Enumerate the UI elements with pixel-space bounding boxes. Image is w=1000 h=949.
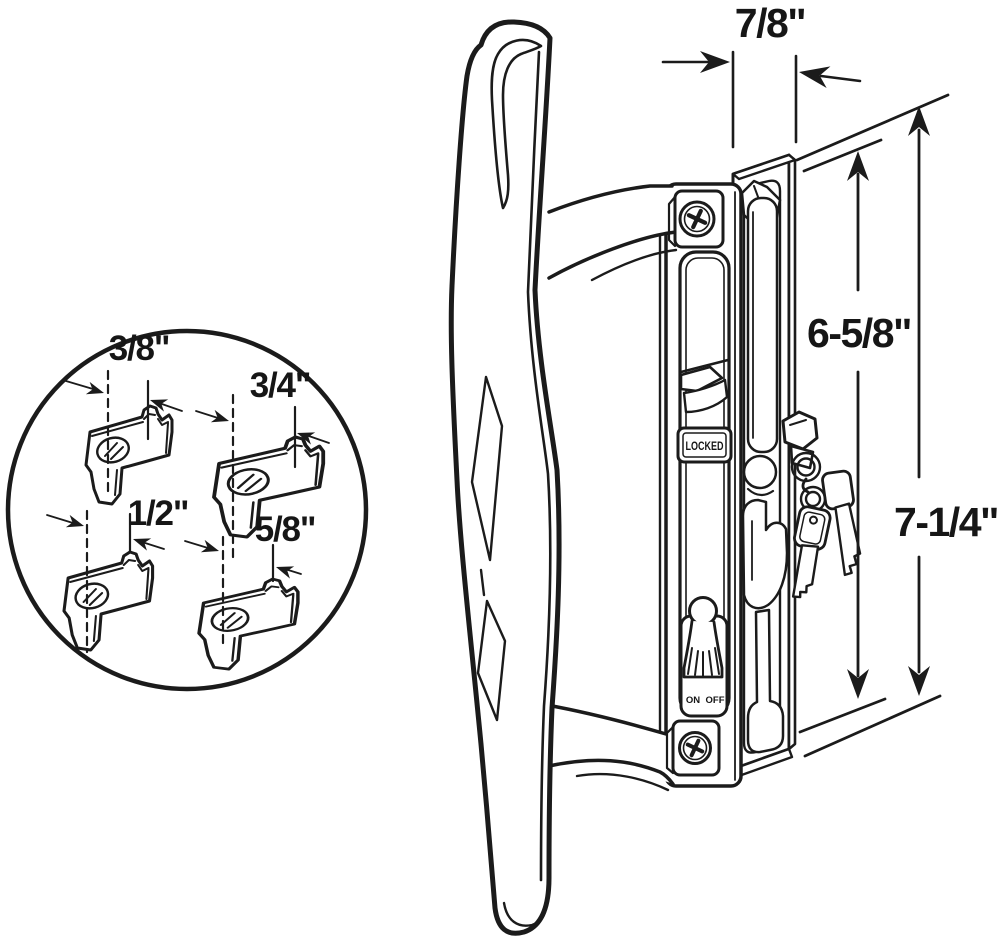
toggle-off-label: OFF — [706, 695, 725, 706]
inset-view: 3/8" 3/4" 1/2" — [5, 328, 369, 692]
locked-indicator[interactable]: LOCKED — [676, 426, 733, 464]
keys-icon — [790, 451, 862, 599]
hook-offset-label-4: 5/8" — [255, 510, 315, 549]
bottom-screw — [665, 719, 721, 777]
handle[interactable] — [448, 19, 562, 936]
dimension-overall-height: 7-1/4" — [894, 106, 999, 696]
hook-offset-annotation-3: 1/2" — [46, 494, 189, 654]
hook-keeper-3 — [62, 550, 155, 652]
dimension-depth-label: 7/8" — [735, 0, 805, 46]
dimension-inner-height: 6-5/8" — [807, 151, 912, 699]
key-cylinder — [781, 410, 862, 599]
extension-lines — [795, 93, 950, 758]
toggle-switch[interactable]: ON OFF — [679, 596, 729, 718]
dimension-depth: 7/8" — [661, 0, 862, 149]
hook-offset-annotation-1: 3/8" — [65, 329, 183, 493]
hook-offset-label-1: 3/8" — [109, 329, 169, 368]
hook-offset-annotation-2: 3/4" — [195, 366, 330, 562]
dimension-inner-height-label: 6-5/8" — [807, 310, 911, 356]
top-screw — [667, 189, 725, 249]
lock-slot: LOCKED ON OFF — [676, 250, 733, 718]
toggle-on-label: ON — [686, 695, 700, 706]
hook-keeper-4 — [197, 577, 300, 671]
hook-offset-annotation-4: 5/8" — [184, 510, 316, 648]
latch-mechanism — [740, 179, 789, 754]
hook-keeper-1 — [84, 404, 174, 506]
locked-label: LOCKED — [686, 439, 724, 453]
phillips-screw-icon — [685, 738, 705, 758]
main-view: LOCKED ON OFF — [448, 19, 862, 936]
hook-offset-label-2: 3/4" — [250, 366, 310, 405]
hook-offset-label-3: 1/2" — [128, 494, 188, 533]
phillips-screw-icon — [686, 208, 708, 230]
handle-arms — [545, 184, 678, 792]
inset-circle — [5, 328, 369, 692]
dimension-overall-height-label: 7-1/4" — [894, 499, 998, 545]
